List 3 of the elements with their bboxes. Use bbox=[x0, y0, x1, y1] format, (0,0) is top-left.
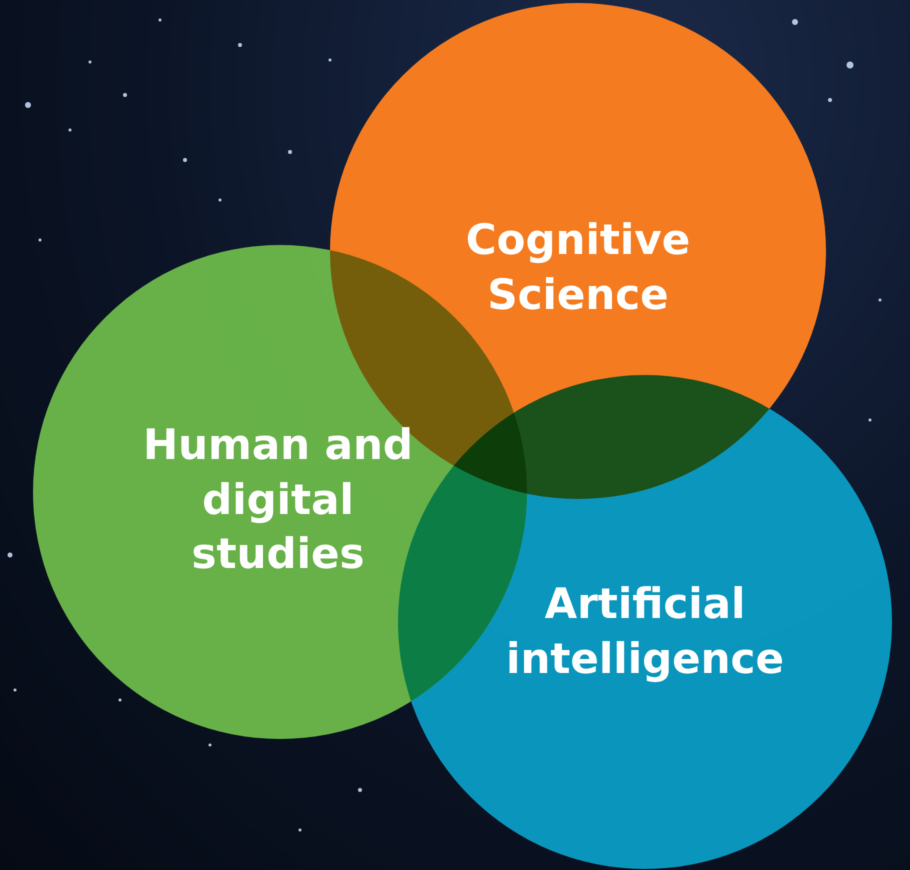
circle-label: Human and digital studies bbox=[142, 419, 414, 580]
circle-label: Artificial intelligence bbox=[505, 578, 785, 685]
circle-label: Cognitive Science bbox=[464, 214, 692, 321]
